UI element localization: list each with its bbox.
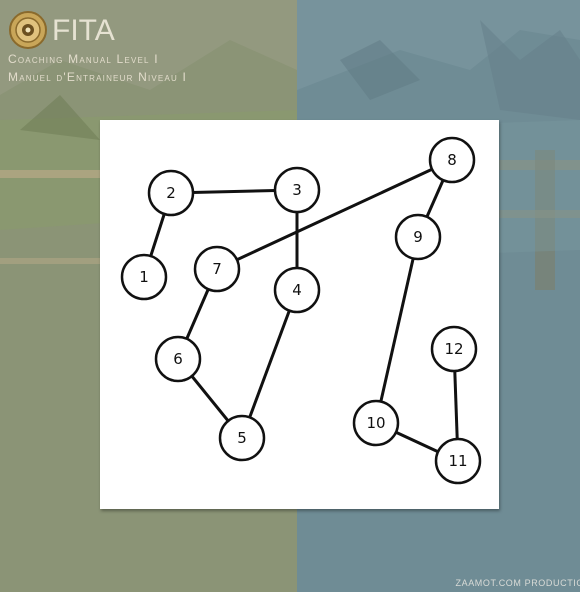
node-circle bbox=[430, 325, 478, 373]
node-11: 11 bbox=[434, 437, 482, 485]
node-label: 6 bbox=[173, 350, 183, 368]
node-circle bbox=[352, 399, 400, 447]
node-circle bbox=[154, 335, 202, 383]
node-label: 2 bbox=[166, 184, 176, 202]
node-circle bbox=[394, 213, 442, 261]
node-label: 4 bbox=[292, 281, 302, 299]
node-circle bbox=[273, 266, 321, 314]
node-1: 1 bbox=[120, 253, 168, 301]
edge-9-10 bbox=[374, 236, 420, 424]
node-label: 10 bbox=[366, 414, 385, 432]
node-3: 3 bbox=[273, 166, 321, 214]
node-circle bbox=[218, 414, 266, 462]
node-label: 11 bbox=[448, 452, 467, 470]
node-9: 9 bbox=[394, 213, 442, 261]
node-circle bbox=[428, 136, 476, 184]
node-label: 12 bbox=[444, 340, 463, 358]
node-circle bbox=[193, 245, 241, 293]
node-label: 7 bbox=[212, 260, 222, 278]
node-circle bbox=[273, 166, 321, 214]
node-circle bbox=[434, 437, 482, 485]
node-6: 6 bbox=[154, 335, 202, 383]
node-7: 7 bbox=[193, 245, 241, 293]
app-title: FITA bbox=[52, 14, 115, 47]
node-8: 8 bbox=[428, 136, 476, 184]
subtitle-french: Manuel d'Entraineur Niveau I bbox=[8, 70, 188, 84]
node-label: 9 bbox=[413, 228, 423, 246]
node-label: 5 bbox=[237, 429, 247, 447]
edge-4-5 bbox=[240, 289, 299, 439]
node-5: 5 bbox=[218, 414, 266, 462]
fita-logo-icon bbox=[9, 11, 47, 49]
node-2: 2 bbox=[147, 169, 195, 217]
node-circle bbox=[120, 253, 168, 301]
node-4: 4 bbox=[273, 266, 321, 314]
node-label: 1 bbox=[139, 268, 149, 286]
edge-7-8 bbox=[216, 158, 453, 271]
node-12: 12 bbox=[430, 325, 478, 373]
node-10: 10 bbox=[352, 399, 400, 447]
footer-credit: ZAAMOT.COM PRODUCTIO bbox=[455, 578, 580, 588]
node-label: 3 bbox=[292, 181, 302, 199]
node-label: 8 bbox=[447, 151, 457, 169]
node-circle bbox=[147, 169, 195, 217]
subtitle-english: Coaching Manual Level I bbox=[8, 52, 159, 66]
